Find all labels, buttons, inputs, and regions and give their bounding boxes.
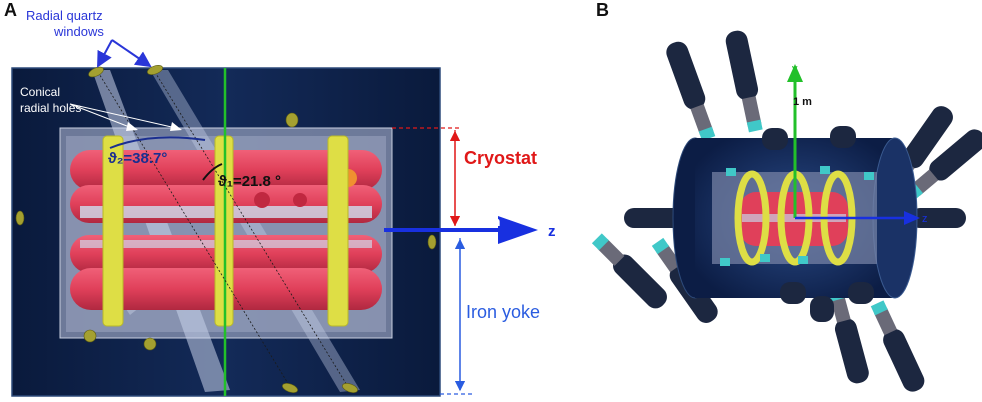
angle1-label: ϑ₁=21.8 °	[218, 173, 281, 190]
angle-arc-1	[202, 163, 223, 181]
radial-windows-label-line1: Radial quartz	[26, 8, 103, 23]
axis-y-b-label: y	[792, 63, 798, 75]
z-axis-a-arrowhead	[498, 216, 538, 244]
quartz-windows	[15, 65, 437, 393]
conical-holes-label-line1: Conical	[20, 85, 60, 99]
conical-holes-label-line2: radial holes	[20, 101, 81, 115]
panel-letter-b: B	[596, 0, 609, 20]
radial-windows-label-line2: windows	[53, 24, 104, 39]
panel-letter-a: A	[4, 0, 17, 20]
axis-length-b-label: 1 m	[793, 96, 812, 108]
axis-length-a-label: 1 m	[478, 214, 500, 229]
panel-b-diagram	[591, 30, 982, 392]
axis-z-b-label: z	[922, 213, 928, 225]
cryostat-label: Cryostat	[464, 148, 537, 168]
angle-arc-2	[109, 136, 206, 149]
iron-yoke-label: Iron yoke	[466, 302, 540, 322]
axis-z-a-label: z	[548, 223, 556, 240]
ring-1	[734, 170, 770, 266]
angle2-label: ϑ₂=38.7°	[108, 150, 167, 167]
